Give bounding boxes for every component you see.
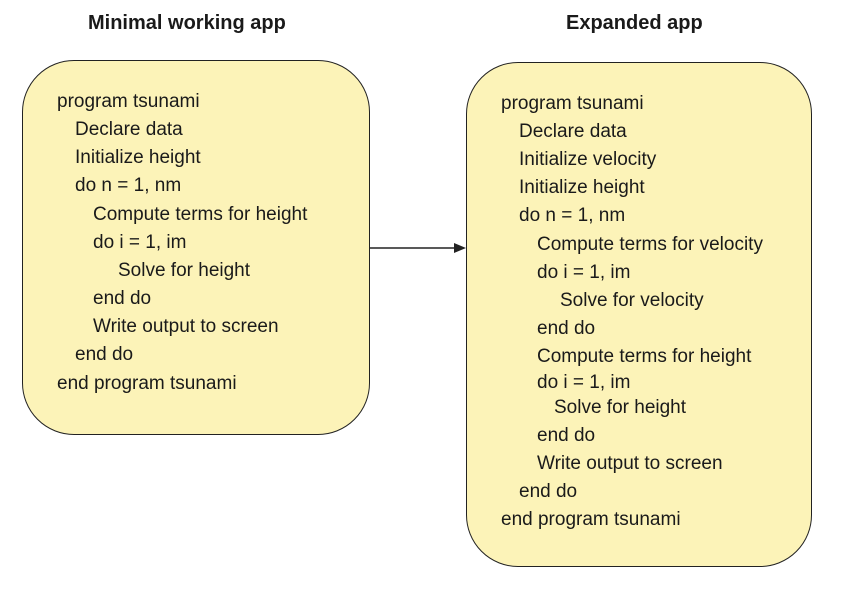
code-line: Solve for height	[118, 260, 251, 281]
code-line: do n = 1, nm	[75, 175, 182, 196]
expanded-app-box: program tsunami Declare data Initialize …	[466, 62, 812, 567]
code-line: do n = 1, nm	[519, 205, 626, 226]
code-line: end do	[537, 425, 596, 446]
code-line: end do	[75, 344, 134, 365]
code-line: Solve for height	[554, 397, 687, 418]
code-line: end program tsunami	[501, 509, 681, 530]
code-line: end do	[519, 481, 578, 502]
code-line: program tsunami	[57, 91, 200, 112]
code-line: program tsunami	[501, 93, 644, 114]
code-line: end do	[93, 288, 152, 309]
code-line: Declare data	[75, 119, 183, 140]
code-line: end do	[537, 318, 596, 339]
right-panel-title: Expanded app	[566, 12, 703, 34]
code-line: end program tsunami	[57, 373, 237, 394]
code-line: Declare data	[519, 121, 627, 142]
left-panel-title: Minimal working app	[88, 12, 286, 34]
code-line: do i = 1, im	[537, 262, 631, 283]
code-line: Compute terms for height	[93, 204, 308, 225]
code-line: Initialize height	[75, 147, 201, 168]
flow-arrow	[370, 243, 466, 253]
code-line: Solve for velocity	[560, 290, 704, 311]
code-line: Initialize height	[519, 177, 645, 198]
code-line: Initialize velocity	[519, 149, 657, 170]
code-line: Compute terms for velocity	[537, 234, 763, 255]
code-line: Write output to screen	[93, 316, 279, 337]
code-line: Write output to screen	[537, 453, 723, 474]
code-line: do i = 1, im	[537, 372, 631, 393]
code-line: do i = 1, im	[93, 232, 187, 253]
code-line: Compute terms for height	[537, 346, 752, 367]
minimal-app-box: program tsunami Declare data Initialize …	[22, 60, 370, 435]
